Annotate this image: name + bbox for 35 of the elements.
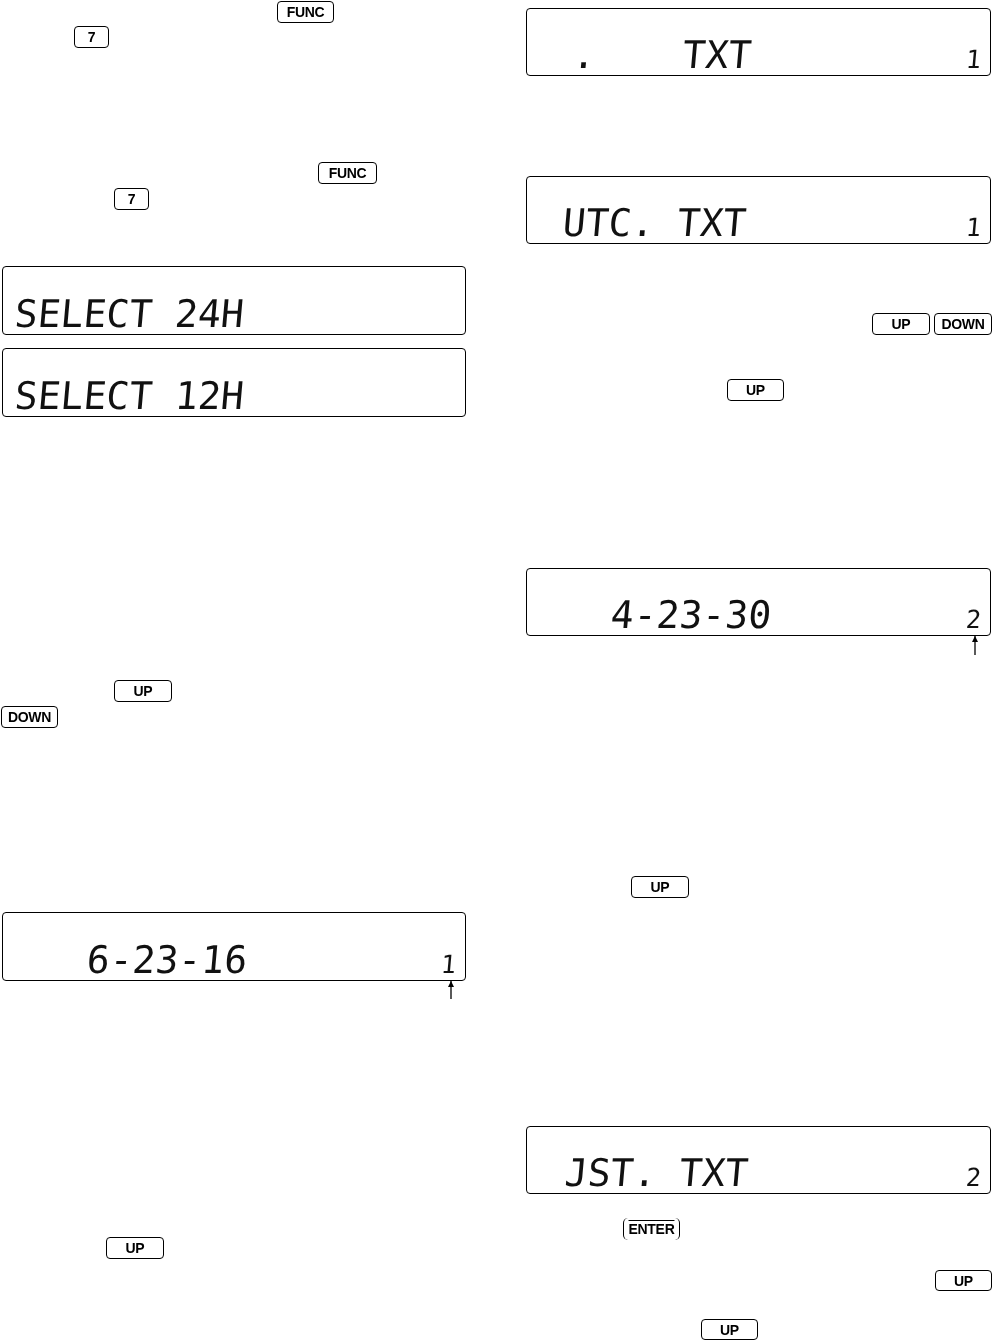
channel-number: 1 [964,47,983,72]
lcd-display [526,1126,991,1194]
lcd-display [2,266,466,335]
keycap: FUNC [277,1,334,23]
keycap: UP [701,1319,758,1340]
keycap: 7 [114,188,149,210]
channel-number: 2 [964,607,983,632]
keycap: DOWN [1,706,58,728]
channel-number: 1 [964,215,983,240]
lcd-display [526,8,991,76]
display-text: SELECT 24H [13,295,246,333]
channel-number: 1 [439,952,458,977]
keycap: 7 [74,26,109,48]
keycap: UP [872,313,930,335]
keycap: UP [114,680,172,702]
keycap: DOWN [934,313,992,335]
keycap: FUNC [318,162,377,184]
pointer-arrow [972,635,978,656]
display-text: 4-23-30 [609,596,773,634]
lcd-display [2,348,466,417]
keycap: UP [106,1237,164,1259]
display-text: UTC. TXT [561,204,748,242]
display-text: SELECT 12H [13,377,246,415]
keycap: ENTER [623,1218,680,1240]
keycap: UP [631,876,689,898]
channel-number: 2 [964,1165,983,1190]
display-text: 6-23-16 [85,941,249,979]
lcd-display [526,176,991,244]
keycap: UP [935,1270,992,1291]
keycap: UP [727,379,784,401]
pointer-arrow [448,980,454,1000]
display-text: . TXT [571,36,754,74]
lcd-display [526,568,991,636]
lcd-display [2,912,466,981]
display-text: JST. TXT [563,1154,750,1192]
